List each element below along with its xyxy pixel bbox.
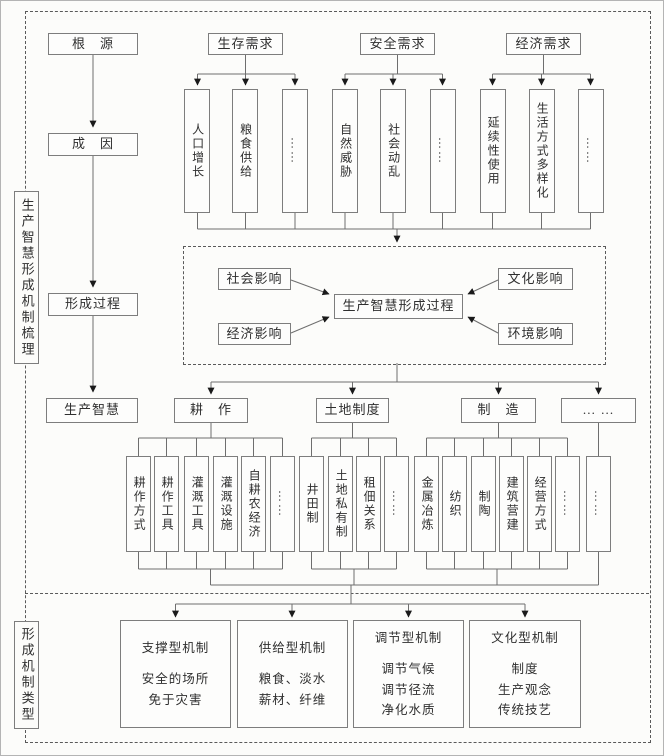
box-wisdom-formation-process: 生产智慧形成过程: [334, 294, 463, 319]
box-economic-influence: 经济影响: [218, 323, 291, 345]
box-social-influence: 社会影响: [218, 268, 291, 290]
regulating-mechanism-title: 调节型机制: [374, 631, 443, 646]
box-land-system: 土地制度: [316, 398, 389, 423]
section-divider-dashed-line: [25, 593, 649, 594]
box-tenancy-relations: 租佃关系: [356, 456, 381, 552]
box-other-categories: … …: [561, 398, 636, 423]
box-continued-use: 延续性使用: [479, 89, 506, 213]
box-farming-ellipsis: ……: [270, 456, 295, 552]
box-cultural-influence: 文化影响: [498, 268, 573, 290]
box-others-ellipsis: ……: [586, 456, 611, 552]
box-economic-ellipsis: ……: [577, 89, 604, 213]
box-farming: 耕 作: [174, 398, 248, 423]
box-irrigation-facilities: 灌溉设施: [213, 456, 238, 552]
formation-process-dashed-box: [183, 246, 606, 365]
box-textiles: 纺织: [442, 456, 467, 552]
section-label-mechanism-analysis: 生产智慧形成机制梳理: [14, 191, 39, 364]
box-grain-supply: 粮食供给: [232, 89, 258, 213]
regulating-mechanism-line: 调节气候: [381, 662, 436, 677]
provisioning-mechanism-line: 粮食、淡水: [258, 672, 327, 687]
regulating-mechanism-line: 净化水质: [381, 703, 436, 718]
box-construction: 建筑营建: [499, 456, 524, 552]
box-formation-process: 形成过程: [48, 293, 138, 316]
box-farming-tools: 耕作工具: [154, 456, 179, 552]
box-pottery: 制陶: [471, 456, 496, 552]
box-smallholder-economy: 自耕农经济: [241, 456, 266, 552]
box-irrigation-tools: 灌溉工具: [184, 456, 209, 552]
box-lifestyle-diversification: 生活方式多样化: [528, 89, 555, 213]
regulating-mechanism-line: 调节径流: [381, 682, 436, 697]
box-cause: 成 因: [48, 133, 138, 156]
box-well-field-system: 井田制: [299, 456, 324, 552]
box-land-ellipsis: ……: [384, 456, 409, 552]
cultural-mechanism-line: 制度: [511, 662, 539, 677]
supporting-mechanism-line: 免于灾害: [148, 693, 203, 707]
box-metal-smelting: 金属冶炼: [414, 456, 439, 552]
box-social-unrest: 社会动乱: [380, 89, 406, 213]
box-regulating-mechanism: 调节型机制 调节气候 调节径流 净化水质: [353, 620, 464, 728]
box-business-methods: 经营方式: [527, 456, 552, 552]
supporting-mechanism-title: 支撑型机制: [141, 641, 210, 656]
box-production-wisdom: 生产智慧: [46, 398, 138, 423]
supporting-mechanism-line: 安全的场所: [141, 672, 210, 687]
box-population-growth: 人口增长: [184, 89, 210, 213]
box-environmental-influence: 环境影响: [498, 323, 573, 345]
cultural-mechanism-line: 传统技艺: [497, 703, 552, 718]
box-survival-ellipsis: ……: [282, 89, 308, 213]
box-manufacturing: 制 造: [461, 398, 536, 423]
cultural-mechanism-title: 文化型机制: [491, 631, 559, 646]
box-provisioning-mechanism: 供给型机制 粮食、淡水 薪材、纤维: [237, 620, 348, 728]
box-safety-ellipsis: ……: [429, 89, 456, 213]
box-farming-methods: 耕作方式: [126, 456, 151, 552]
box-root: 根 源: [48, 33, 138, 55]
box-manufacturing-ellipsis: ……: [555, 456, 580, 552]
box-cultural-mechanism: 文化型机制 制度 生产观念 传统技艺: [469, 620, 581, 728]
provisioning-mechanism-line: 薪材、纤维: [258, 693, 327, 707]
box-economic-needs: 经济需求: [506, 33, 581, 55]
box-private-land-ownership: 土地私有制: [328, 456, 353, 552]
box-natural-threats: 自然威胁: [332, 89, 358, 213]
box-supporting-mechanism: 支撑型机制 安全的场所 免于灾害: [120, 620, 231, 728]
provisioning-mechanism-title: 供给型机制: [258, 641, 327, 656]
cultural-mechanism-line: 生产观念: [497, 682, 552, 697]
outer-dashed-frame: [25, 11, 651, 743]
box-safety-needs: 安全需求: [360, 33, 435, 55]
section-label-mechanism-types: 形成机制类型: [14, 621, 39, 729]
box-survival-needs: 生存需求: [208, 33, 283, 55]
